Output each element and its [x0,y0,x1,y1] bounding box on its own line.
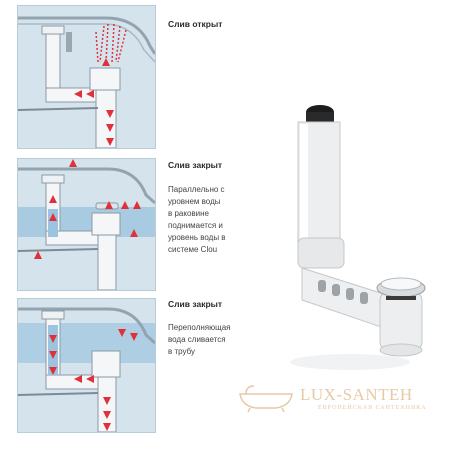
watermark-brand: LUX-SANTEH [300,385,413,404]
caption-title-closed: Слив закрыт [168,160,223,170]
watermark-tagline: ЕВРОПЕЙСКАЯ САНТЕХНИКА [318,405,427,411]
caption-line: в трубу [168,347,195,356]
caption-title-open: Слив открыт [168,19,223,29]
diagram-drain-open [17,5,156,149]
watermark-bathtub-icon [236,382,296,417]
caption-line: вода сливается [168,335,226,344]
caption-line: Параллельно с [168,185,225,194]
caption-title-overflow: Слив закрыт [168,299,223,309]
diagram-drain-closed [17,158,156,291]
caption-line: Переполняющая [168,323,231,332]
product-photo [280,100,445,390]
diagram-overflow [17,298,156,433]
caption-line: в раковине [168,209,209,218]
caption-line: системе Clou [168,245,218,254]
caption-line: поднимается и [168,221,223,230]
caption-line: уровень воды в [168,233,226,242]
caption-line: уровнем воды [168,197,221,206]
